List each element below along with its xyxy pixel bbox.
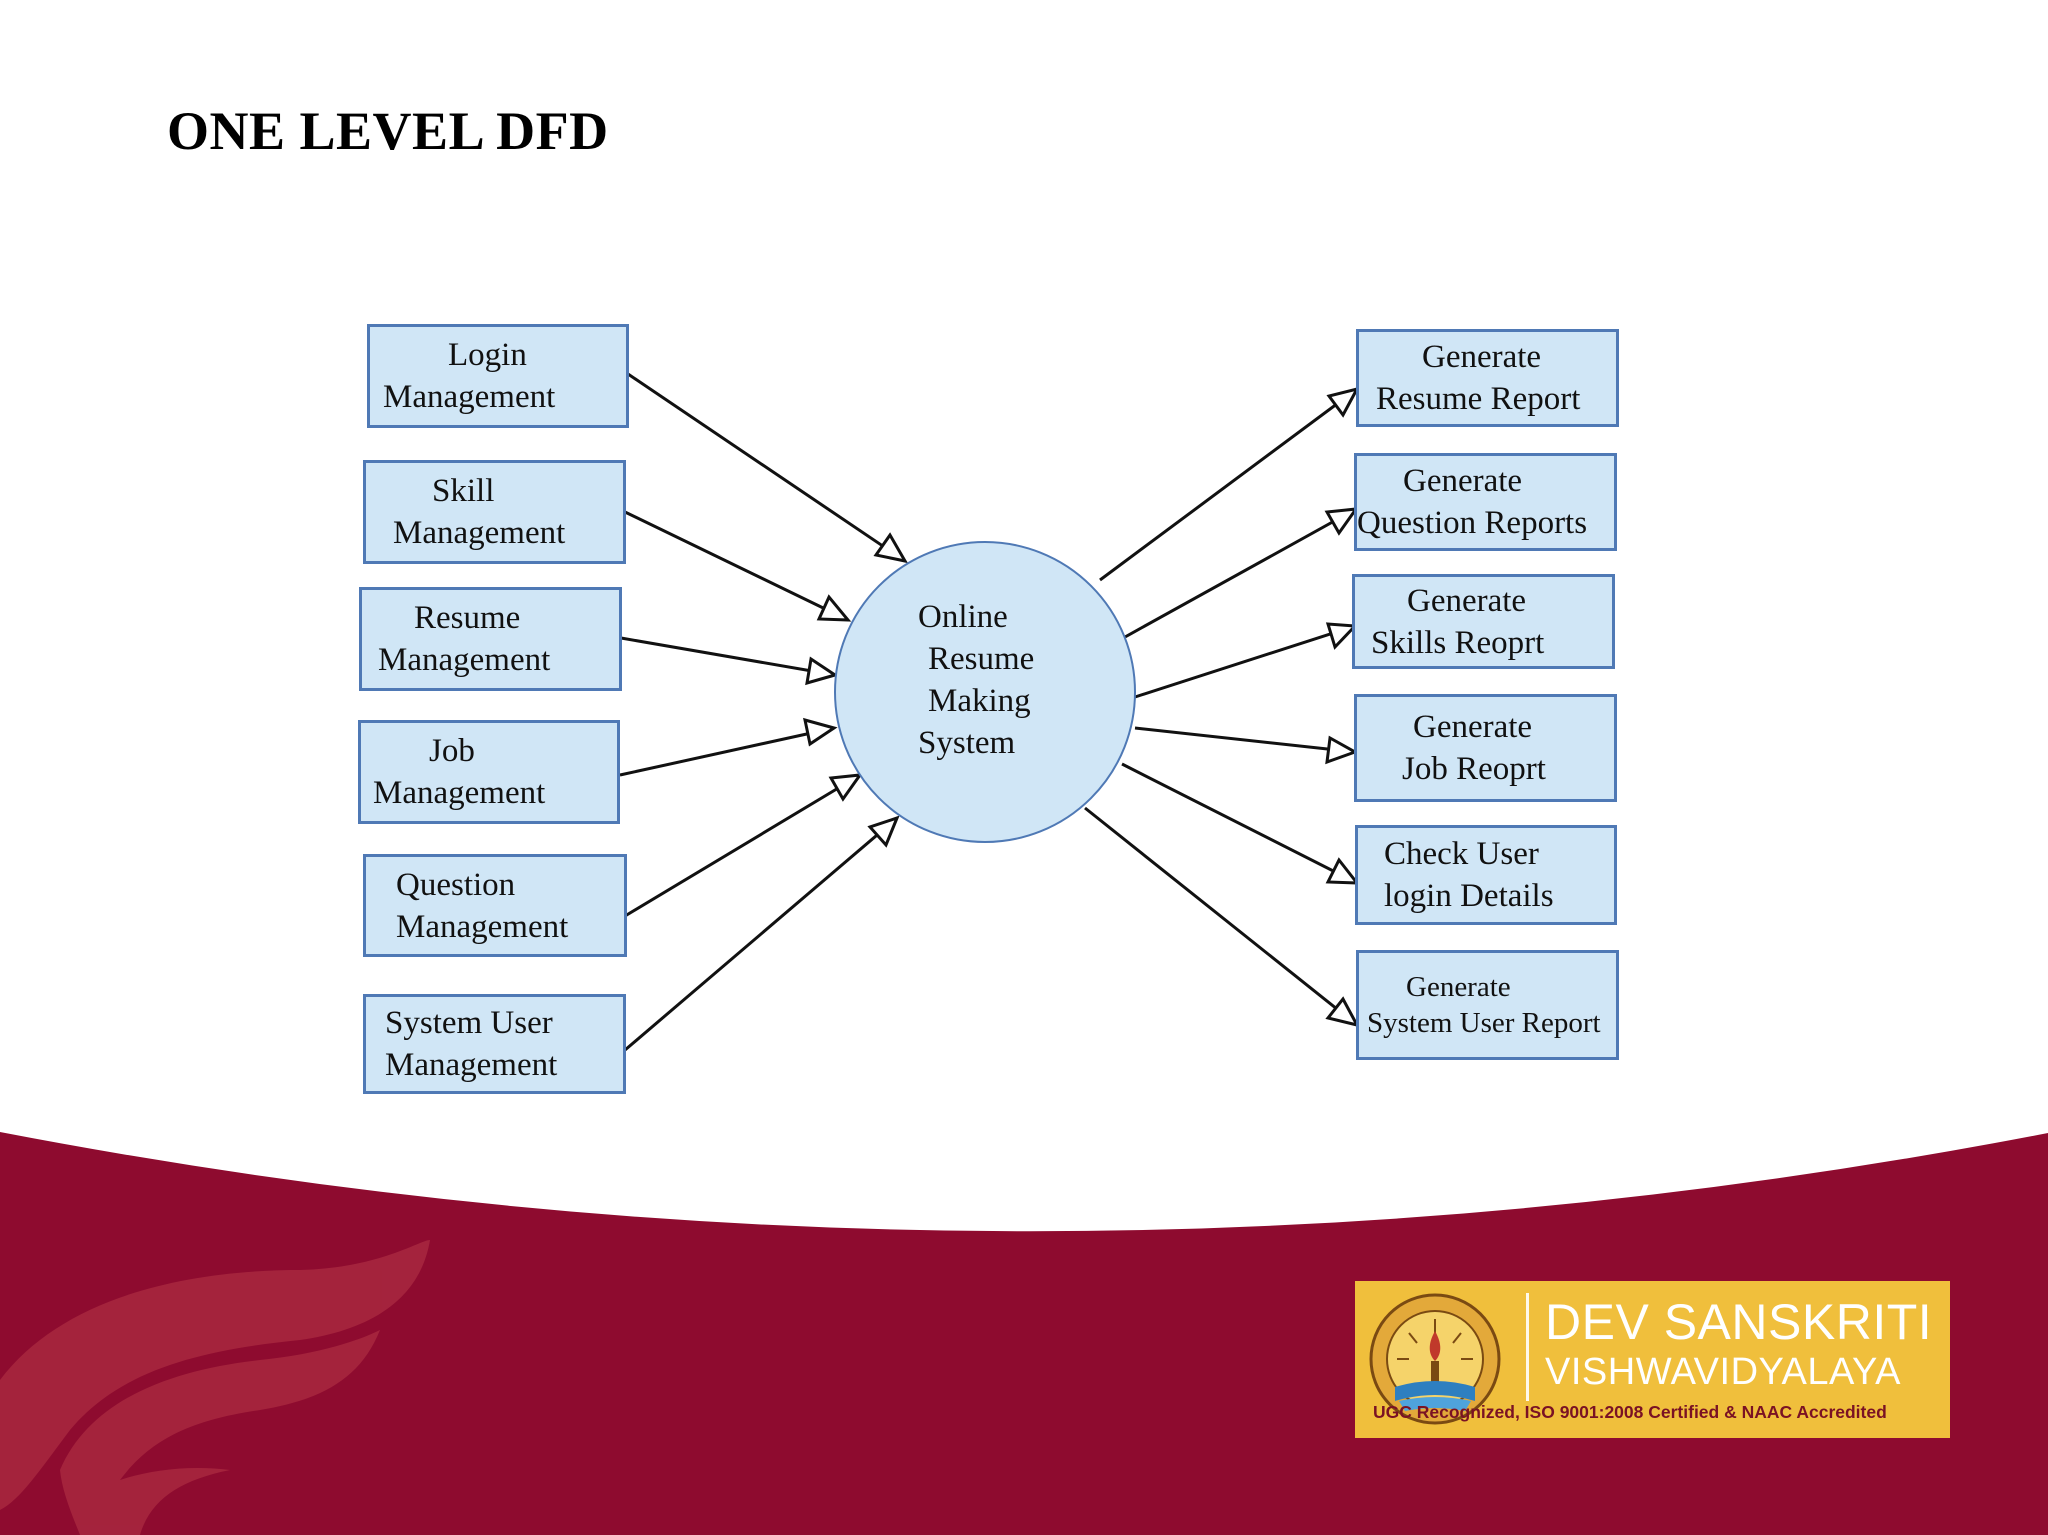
resume-management-box: Resume Management <box>359 587 622 691</box>
flow-skill-to-system <box>624 510 849 622</box>
university-seal-emblem <box>1369 1293 1501 1425</box>
box-line: Question <box>396 866 516 903</box>
arrowhead <box>816 594 852 622</box>
accreditation-text: UGC Recognized, ISO 9001:2008 Certified … <box>1373 1402 1887 1422</box>
box-line: Management <box>396 908 569 945</box>
box-line: Resume Report <box>1376 381 1581 417</box>
flow-systemuser-to-system <box>624 816 898 1052</box>
box-line: Generate <box>1422 339 1542 375</box>
box-line: Generate <box>1403 463 1523 499</box>
box-line: System User <box>385 1005 553 1041</box>
arrowhead <box>1325 735 1359 765</box>
box-line: System User Report <box>1367 1007 1601 1039</box>
arrowhead <box>1325 622 1359 650</box>
box-line: login Details <box>1384 878 1554 914</box>
university-name-line1: DEV SANSKRITI <box>1545 1294 1933 1350</box>
resume-report-box: Generate Resume Report <box>1356 329 1619 427</box>
skills-report-box: Generate Skills Reoprt <box>1352 574 1615 669</box>
box-line: Check User <box>1384 836 1539 872</box>
box-line: Generate <box>1406 971 1511 1003</box>
box-line: Question Reports <box>1357 505 1588 541</box>
flow-system-to-job-report <box>1134 726 1356 754</box>
center-line: Online <box>918 599 1008 635</box>
flow-system-to-check-user <box>1121 762 1358 885</box>
center-line: Resume <box>928 641 1035 677</box>
page-title: ONE LEVEL DFD <box>167 101 609 161</box>
question-reports-box: Generate Question Reports <box>1354 453 1617 551</box>
box-line: Skills Reoprt <box>1371 624 1545 661</box>
university-logo: DEV SANSKRITI VISHWAVIDYALAYA UGC Recogn… <box>1355 1281 1950 1438</box>
flow-system-to-question-reports <box>1124 507 1357 639</box>
job-management-box: Job Management <box>358 720 620 824</box>
login-management-box: Login Management <box>367 324 629 428</box>
box-line: Job Reoprt <box>1402 751 1546 787</box>
flow-login-to-system <box>627 372 906 563</box>
check-user-login-box: Check User login Details <box>1355 825 1617 925</box>
arrowhead <box>1326 386 1360 418</box>
system-user-management-box: System User Management <box>363 994 626 1094</box>
center-line: System <box>918 725 1016 761</box>
center-process-label: Online Resume Making System <box>918 596 1034 764</box>
box-line: Management <box>385 1047 558 1083</box>
box-line: Login <box>448 337 527 373</box>
footer-flame-ornament <box>0 1240 430 1535</box>
box-line: Management <box>373 775 546 811</box>
job-report-box: Generate Job Reoprt <box>1354 694 1617 802</box>
box-line: Generate <box>1413 709 1533 745</box>
skill-management-box: Skill Management <box>363 460 626 564</box>
flow-job-to-system <box>619 726 835 777</box>
flow-resume-to-system <box>620 636 836 677</box>
box-line: Resume <box>414 600 521 636</box>
box-line: Management <box>383 379 556 415</box>
arrowhead <box>828 773 864 802</box>
box-line: Job <box>429 733 475 769</box>
system-user-report-box: Generate System User Report <box>1356 950 1619 1060</box>
arrowhead <box>1324 507 1360 536</box>
box-line: Skill <box>432 473 495 509</box>
flow-system-to-systemuser-report <box>1084 806 1358 1027</box>
arrowhead <box>805 656 839 686</box>
university-name-line2: VISHWAVIDYALAYA <box>1545 1351 1901 1393</box>
box-line: Management <box>393 515 566 551</box>
flow-system-to-resume-report <box>1099 387 1358 582</box>
logo-divider <box>1526 1293 1529 1401</box>
arrowhead <box>873 532 908 564</box>
arrowhead <box>803 717 838 747</box>
flow-system-to-skills-report <box>1134 624 1356 699</box>
flow-question-to-system <box>624 773 861 918</box>
center-process-circle <box>834 541 1136 843</box>
arrowhead <box>1325 857 1361 885</box>
arrowhead <box>867 815 900 848</box>
question-management-box: Question Management <box>363 854 627 957</box>
center-line: Making <box>928 683 1031 719</box>
box-line: Generate <box>1407 582 1527 619</box>
arrowhead <box>1325 996 1360 1028</box>
box-line: Management <box>378 642 551 678</box>
